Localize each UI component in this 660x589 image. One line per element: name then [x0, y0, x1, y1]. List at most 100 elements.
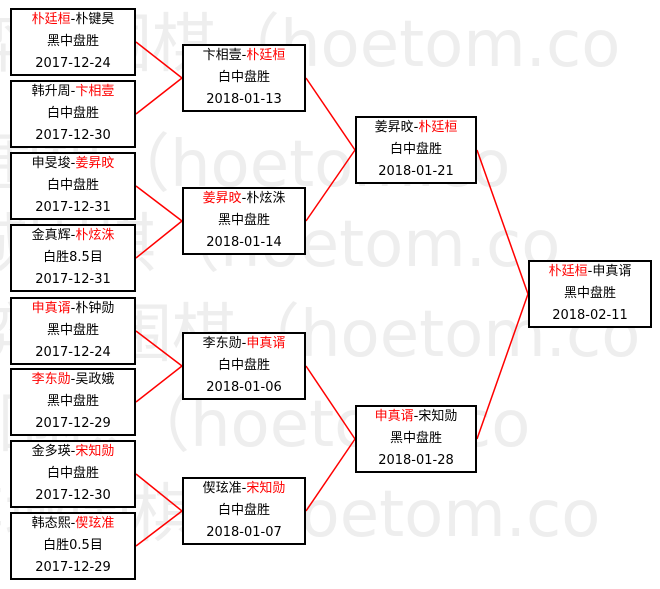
- game-date: 2018-01-13: [206, 92, 282, 107]
- player-separator: -: [241, 336, 247, 351]
- player-separator: -: [587, 264, 593, 279]
- connector-line: [476, 293, 529, 440]
- player-separator: -: [70, 516, 76, 531]
- player-name: 申真谞: [374, 409, 414, 424]
- game-date: 2017-12-24: [35, 56, 111, 71]
- player-separator: -: [70, 228, 76, 243]
- player-name: 申真谞: [592, 264, 632, 279]
- players-line: 韩升周-卞相壹: [32, 81, 115, 103]
- game-date: 2018-01-21: [378, 164, 454, 179]
- player-name: 宋知勋: [246, 481, 286, 496]
- player-separator: -: [70, 156, 76, 171]
- game-result: 黑中盘胜: [563, 286, 616, 301]
- player-name: 申旻埈: [31, 156, 71, 171]
- connector-line: [305, 77, 356, 151]
- game-result: 白中盘胜: [46, 178, 99, 193]
- game-result: 白中盘胜: [217, 358, 270, 373]
- game-result: 白中盘胜: [217, 70, 270, 85]
- player-separator: -: [241, 191, 247, 206]
- game-result: 黑中盘胜: [389, 431, 442, 446]
- players-line: 李东勋-吴政娥: [32, 369, 115, 391]
- game-result: 白胜8.5目: [43, 250, 103, 265]
- player-name: 姜昇旼: [374, 120, 414, 135]
- connector-line: [476, 149, 529, 295]
- match-box-r1-6: 李东勋-吴政娥黑中盘胜 2017-12-29: [10, 368, 136, 436]
- players-line: 申真谞-宋知勋: [375, 406, 458, 428]
- player-separator: -: [413, 409, 419, 424]
- match-box-final: 朴廷桓-申真谞黑中盘胜 2018-02-11: [528, 260, 652, 328]
- players-line: 金多瑛-宋知勋: [32, 441, 115, 463]
- players-line: 姜昇旼-朴炫洙: [203, 188, 286, 210]
- game-date: 2017-12-30: [35, 128, 111, 143]
- player-name: 卞相壹: [202, 48, 242, 63]
- match-box-r1-8: 韩态熙-偰玹准白胜0.5目 2017-12-29: [10, 512, 136, 580]
- game-date: 2017-12-24: [35, 345, 111, 360]
- players-line: 申真谞-朴钟勋: [32, 298, 115, 320]
- game-date: 2017-12-29: [35, 416, 111, 431]
- player-name: 吴政娥: [75, 372, 115, 387]
- match-box-r1-4: 金真辉-朴炫洙白胜8.5目 2017-12-31: [10, 224, 136, 292]
- game-date: 2018-01-28: [378, 453, 454, 468]
- game-result: 白中盘胜: [389, 142, 442, 157]
- game-result: 黑中盘胜: [46, 394, 99, 409]
- player-name: 金真辉: [31, 228, 71, 243]
- players-line: 李东勋-申真谞: [203, 333, 286, 355]
- player-name: 偰玹准: [75, 516, 115, 531]
- player-name: 朴钟勋: [75, 301, 115, 316]
- match-box-r3-2: 申真谞-宋知勋黑中盘胜 2018-01-28: [355, 405, 477, 473]
- connector-line: [135, 41, 183, 79]
- connector-line: [135, 220, 183, 259]
- match-box-r3-1: 姜昇旼-朴廷桓白中盘胜 2018-01-21: [355, 116, 477, 184]
- player-name: 姜昇旼: [202, 191, 242, 206]
- player-name: 朴廷桓: [31, 12, 71, 27]
- connector-line: [135, 473, 183, 512]
- player-name: 申真谞: [246, 336, 286, 351]
- player-separator: -: [70, 84, 76, 99]
- players-line: 金真辉-朴炫洙: [32, 225, 115, 247]
- player-name: 朴廷桓: [246, 48, 286, 63]
- players-line: 卞相壹-朴廷桓: [203, 45, 286, 67]
- game-date: 2017-12-31: [35, 272, 111, 287]
- player-name: 李东勋: [202, 336, 242, 351]
- game-date: 2018-02-11: [552, 308, 628, 323]
- players-line: 朴廷桓-申真谞: [549, 261, 632, 283]
- match-box-r2-4: 偰玹准-宋知勋白中盘胜 2018-01-07: [182, 477, 306, 545]
- game-result: 白中盘胜: [46, 466, 99, 481]
- players-line: 申旻埈-姜昇旼: [32, 153, 115, 175]
- match-box-r1-7: 金多瑛-宋知勋白中盘胜 2017-12-30: [10, 440, 136, 508]
- player-name: 韩升周: [31, 84, 71, 99]
- players-line: 朴廷桓-朴键昊: [32, 9, 115, 31]
- connector-line: [135, 510, 183, 547]
- players-line: 姜昇旼-朴廷桓: [375, 117, 458, 139]
- player-name: 朴炫洙: [246, 191, 286, 206]
- connector-line: [135, 365, 183, 403]
- player-separator: -: [413, 120, 419, 135]
- player-separator: -: [70, 12, 76, 27]
- game-result: 黑中盘胜: [217, 213, 270, 228]
- connector-line: [305, 438, 356, 512]
- player-separator: -: [70, 372, 76, 387]
- players-line: 偰玹准-宋知勋: [203, 478, 286, 500]
- player-name: 朴炫洙: [75, 228, 115, 243]
- players-line: 韩态熙-偰玹准: [32, 513, 115, 535]
- player-name: 偰玹准: [202, 481, 242, 496]
- player-name: 李东勋: [31, 372, 71, 387]
- match-box-r2-1: 卞相壹-朴廷桓白中盘胜 2018-01-13: [182, 44, 306, 112]
- game-date: 2018-01-07: [206, 525, 282, 540]
- game-date: 2017-12-30: [35, 488, 111, 503]
- player-separator: -: [241, 48, 247, 63]
- connector-line: [135, 185, 183, 222]
- player-separator: -: [70, 301, 76, 316]
- game-result: 白胜0.5目: [43, 538, 103, 553]
- connector-line: [305, 149, 356, 222]
- player-name: 韩态熙: [31, 516, 71, 531]
- game-result: 白中盘胜: [217, 503, 270, 518]
- player-name: 姜昇旼: [75, 156, 115, 171]
- game-date: 2017-12-29: [35, 560, 111, 575]
